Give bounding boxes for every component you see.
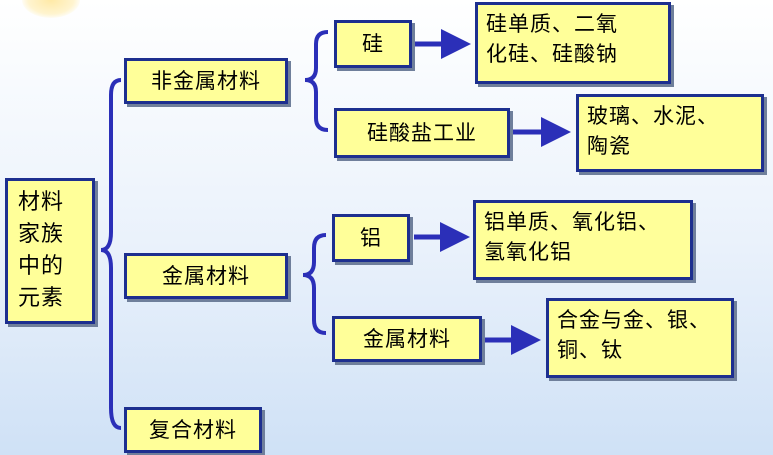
category-nonmetal: 非金属材料 [124, 58, 288, 104]
node-silicate-industry: 硅酸盐工业 [334, 108, 510, 158]
node-metal-material: 金属材料 [332, 316, 482, 362]
node-aluminum: 铝 [332, 214, 410, 262]
nonmetal-brace [304, 30, 329, 132]
root-brace [100, 78, 122, 430]
node-silicon: 硅 [334, 20, 412, 68]
result-silicon: 硅单质、二氧 化硅、硅酸钠 [475, 2, 671, 84]
result-aluminum: 铝单质、氧化铝、 氢氧化铝 [473, 200, 693, 280]
result-metal-material: 合金与金、银、 铜、钛 [546, 298, 734, 378]
category-composite: 复合材料 [124, 407, 262, 453]
category-metal: 金属材料 [124, 253, 288, 299]
root-node: 材料 家族 中的 元素 [5, 178, 95, 324]
corner-decoration [22, 0, 80, 18]
result-silicate: 玻璃、水泥、 陶瓷 [576, 94, 764, 172]
metal-brace [302, 233, 327, 335]
